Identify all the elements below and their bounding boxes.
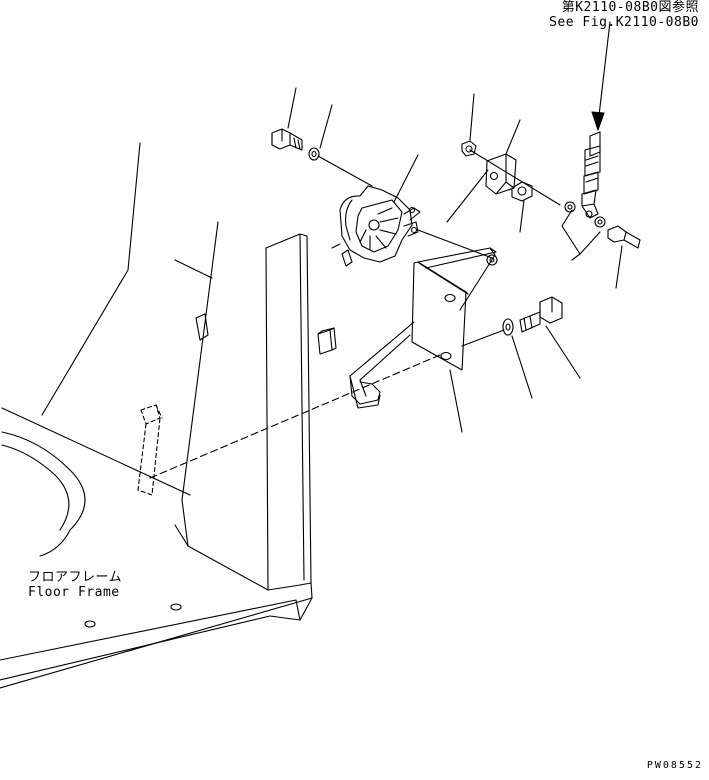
floor-frame-label-jp: フロアフレーム xyxy=(28,570,123,585)
washer-right xyxy=(565,202,605,227)
nut-upper xyxy=(462,141,476,156)
nut-middle xyxy=(512,182,532,201)
push-rod-assembly xyxy=(582,132,600,218)
rod-end-frame xyxy=(562,210,600,254)
bolt-leader xyxy=(318,156,372,186)
washer-upper-left xyxy=(309,148,319,160)
washer-lower xyxy=(503,319,513,335)
limit-switch xyxy=(332,186,420,266)
floor-frame-label-en: Floor Frame xyxy=(28,585,120,600)
reference-arrow xyxy=(592,22,610,130)
floor-frame-label: フロアフレーム Floor Frame xyxy=(28,570,122,600)
bolt-upper-left xyxy=(272,129,302,150)
bolt-lower xyxy=(520,297,562,332)
switch-to-bracket-leader xyxy=(418,230,492,258)
reference-note-jp: 第K2110-08B0図参照 xyxy=(561,0,699,15)
pedal-bracket xyxy=(350,248,497,408)
bolt-right xyxy=(608,226,640,248)
reference-note: 第K2110-08B0図参照 See Fig.K2110-08B0 xyxy=(549,0,699,30)
drawing-number: PW08552 xyxy=(646,760,703,771)
rod-line xyxy=(470,150,560,205)
reference-note-en: See Fig.K2110-08B0 xyxy=(549,15,699,30)
floor-frame xyxy=(0,143,440,688)
washer-leader xyxy=(462,330,504,346)
clamp-leader xyxy=(447,170,488,222)
callout-leaders xyxy=(288,88,622,432)
